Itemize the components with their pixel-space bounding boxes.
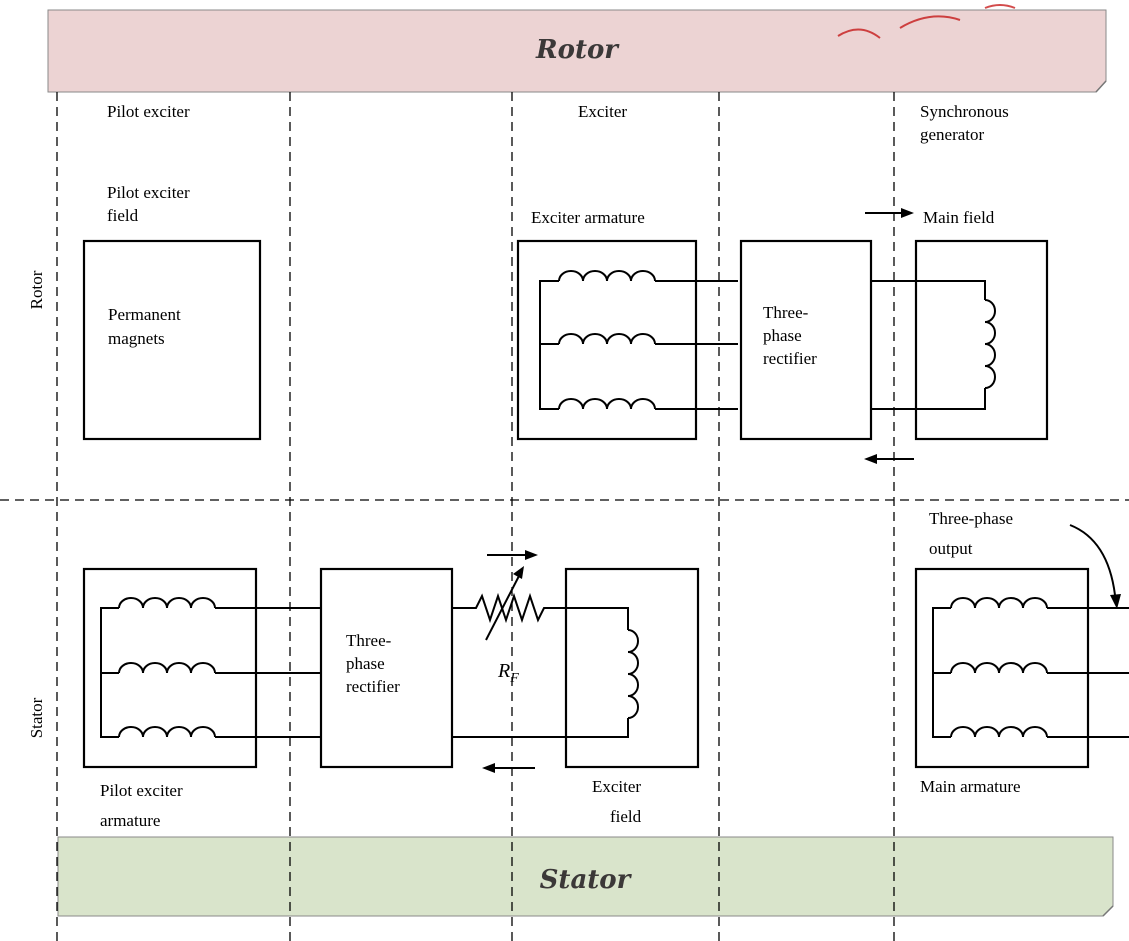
- rotor-banner-label: Rotor: [535, 35, 620, 65]
- permanent-label-line2: magnets: [108, 329, 165, 348]
- pilot-armature-label-line2: armature: [100, 811, 160, 830]
- column-sync-gen-line2: generator: [920, 125, 985, 144]
- exciter-field-label-line1: Exciter: [592, 777, 641, 796]
- pilot-armature-coil-1: [118, 597, 216, 609]
- main-armature-coil-2: [950, 662, 1048, 674]
- rotor-arrows: [864, 208, 914, 464]
- output-pointer-arrow: [1069, 524, 1116, 596]
- stator-rectifier-line2: phase: [346, 654, 385, 673]
- column-pilot-exciter: Pilot exciter: [107, 102, 190, 121]
- field-resistor: [452, 566, 604, 641]
- exciter-armature-label: Exciter armature: [531, 208, 645, 227]
- rotor-rectifier-line1: Three-: [763, 303, 809, 322]
- main-armature-coil-1: [950, 597, 1048, 609]
- pilot-armature-coil-2: [118, 662, 216, 674]
- stator-rectifier-box: Three- phase rectifier: [319, 567, 454, 769]
- exciter-armature-coil-3: [558, 398, 656, 410]
- main-armature-label: Main armature: [920, 777, 1021, 796]
- column-exciter: Exciter: [578, 102, 627, 121]
- main-armature-box: [914, 524, 1129, 769]
- permanent-label-line1: Permanent: [108, 305, 181, 324]
- side-label-rotor: Rotor: [27, 270, 46, 309]
- main-field-box: [871, 239, 1049, 441]
- rf-label: RF: [497, 660, 519, 686]
- dashed-dividers: [0, 92, 1129, 941]
- permanent-magnets-box: Permanent magnets: [82, 239, 262, 441]
- rotor-rectifier-line2: phase: [763, 326, 802, 345]
- stator-banner-label: Stator: [540, 865, 633, 895]
- main-field-label: Main field: [923, 208, 995, 227]
- watermark-stroke: [837, 4, 1016, 39]
- stator-banner: Stator: [57, 836, 1114, 917]
- pilot-field-label-line1: Pilot exciter: [107, 183, 190, 202]
- pilot-armature-label-line1: Pilot exciter: [100, 781, 183, 800]
- exciter-field-label-line2: field: [610, 807, 642, 826]
- exciter-armature-box: [516, 239, 738, 441]
- stator-arrows: [482, 550, 538, 773]
- output-label-line1: Three-phase: [929, 509, 1013, 528]
- exciter-armature-coil-1: [558, 270, 656, 282]
- exciter-armature-coil-2: [558, 333, 656, 345]
- exciter-field-box: [452, 567, 700, 769]
- pilot-exciter-armature-box: [82, 567, 320, 769]
- main-field-coil-icon: [984, 299, 996, 389]
- rotor-rectifier-box: Three- phase rectifier: [739, 239, 873, 441]
- output-label-line2: output: [929, 539, 973, 558]
- variable-resistor-arrow: [485, 573, 521, 641]
- pilot-armature-coil-3: [118, 726, 216, 738]
- rotor-rectifier-line3: rectifier: [763, 349, 817, 368]
- main-armature-coil-3: [950, 726, 1048, 738]
- column-sync-gen-line1: Synchronous: [920, 102, 1009, 121]
- rotor-banner: Rotor: [47, 9, 1107, 93]
- exciter-field-coil-icon: [627, 629, 639, 719]
- side-label-stator: Stator: [27, 697, 46, 738]
- pilot-field-label-line2: field: [107, 206, 139, 225]
- stator-rectifier-line3: rectifier: [346, 677, 400, 696]
- stator-rectifier-line1: Three-: [346, 631, 392, 650]
